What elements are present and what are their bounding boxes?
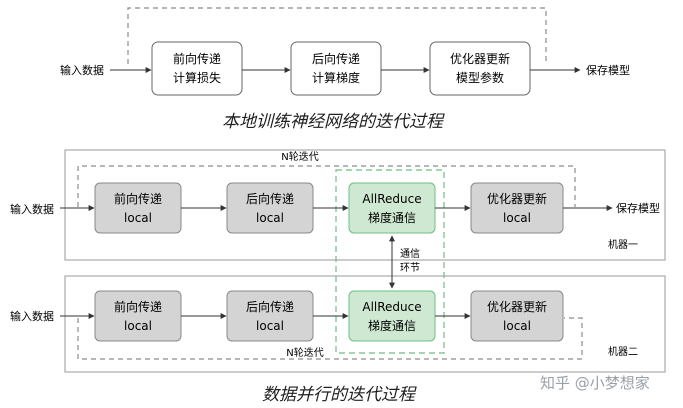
machine1-loop-label: N轮迭代 <box>281 150 318 163</box>
top-box-forward: 前向传递 计算损失 <box>151 41 243 96</box>
comm-region <box>335 169 445 354</box>
svg-text:local: local <box>124 319 152 333</box>
watermark: 知乎 @小梦想家 <box>540 374 650 392</box>
machine1-box-allreduce: AllReduce 梯度通信 <box>348 182 436 234</box>
svg-text:AllReduce: AllReduce <box>362 300 421 314</box>
machine2-loop-label: N轮迭代 <box>286 346 323 359</box>
top-box-backward: 后向传递 计算梯度 <box>290 41 382 96</box>
machine2-label: 机器二 <box>608 345 638 358</box>
machine2-frame <box>64 275 666 373</box>
comm-label-line2: 环节 <box>400 262 420 274</box>
svg-text:模型参数: 模型参数 <box>456 70 504 85</box>
machine1-box-forward: 前向传递 local <box>94 182 182 234</box>
svg-text:后向传递: 后向传递 <box>246 191 294 206</box>
machine1-output-label: 保存模型 <box>616 201 660 215</box>
svg-text:梯度通信: 梯度通信 <box>368 210 416 225</box>
svg-text:优化器更新: 优化器更新 <box>450 51 510 66</box>
top-input-label: 输入数据 <box>60 63 104 77</box>
machine1-frame <box>64 149 666 261</box>
comm-label-line1: 通信 <box>400 248 420 260</box>
svg-text:优化器更新: 优化器更新 <box>487 299 547 314</box>
svg-text:计算梯度: 计算梯度 <box>312 70 360 85</box>
svg-text:local: local <box>256 319 284 333</box>
svg-text:前向传递: 前向传递 <box>114 299 162 314</box>
top-diagram-title: 本地训练神经网络的迭代过程 <box>222 112 443 132</box>
machine1-box-optimizer: 优化器更新 local <box>470 182 564 234</box>
machine1-box-backward: 后向传递 local <box>226 182 314 234</box>
machine2-box-forward: 前向传递 local <box>94 290 182 342</box>
top-loop-dashed-line <box>127 7 547 64</box>
machine2-box-backward: 后向传递 local <box>226 290 314 342</box>
svg-text:local: local <box>256 211 284 225</box>
top-box-optimizer: 优化器更新 模型参数 <box>429 41 531 96</box>
svg-text:local: local <box>124 211 152 225</box>
top-output-label: 保存模型 <box>586 63 630 77</box>
machine2-box-allreduce: AllReduce 梯度通信 <box>348 290 436 342</box>
machine1-label: 机器一 <box>608 238 638 251</box>
svg-text:后向传递: 后向传递 <box>246 299 294 314</box>
svg-text:local: local <box>503 211 531 225</box>
svg-text:AllReduce: AllReduce <box>362 192 421 206</box>
machine2-input-label: 输入数据 <box>10 309 54 323</box>
machine1-loop-dashed-line <box>77 165 576 207</box>
svg-text:梯度通信: 梯度通信 <box>368 318 416 333</box>
svg-text:local: local <box>503 319 531 333</box>
bottom-diagram-title: 数据并行的迭代过程 <box>262 385 415 405</box>
svg-text:前向传递: 前向传递 <box>173 51 221 66</box>
svg-text:前向传递: 前向传递 <box>114 191 162 206</box>
svg-text:优化器更新: 优化器更新 <box>487 191 547 206</box>
svg-text:计算损失: 计算损失 <box>173 70 221 85</box>
svg-text:后向传递: 后向传递 <box>312 51 360 66</box>
machine2-loop-dashed-line <box>77 317 583 360</box>
machine2-box-optimizer: 优化器更新 local <box>470 290 564 342</box>
machine1-input-label: 输入数据 <box>10 202 54 216</box>
